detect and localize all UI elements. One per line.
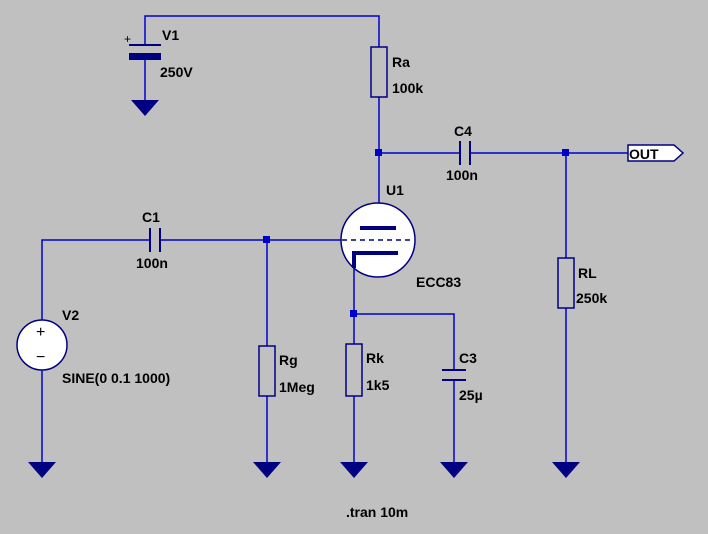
rl-ref-label: RL xyxy=(578,265,597,281)
voltage-source-v2[interactable]: + − V2 SINE(0 0.1 1000) xyxy=(16,307,170,386)
rk-ref-label: Rk xyxy=(366,350,384,366)
c1-ref-label: C1 xyxy=(142,209,160,225)
u1-value-label: ECC83 xyxy=(416,274,461,290)
junction-dot xyxy=(562,149,569,156)
resistor-rl-body xyxy=(557,257,575,309)
wires xyxy=(41,15,628,462)
grounds xyxy=(28,100,580,478)
resistor-ra[interactable]: Ra 100k xyxy=(370,46,423,98)
resistor-ra-body xyxy=(370,46,388,98)
v2-ref-label: V2 xyxy=(62,307,79,323)
source-circle xyxy=(16,319,68,371)
rg-value-label: 1Meg xyxy=(279,379,315,395)
wire-v2-c1[interactable] xyxy=(41,239,150,320)
u1-ref-label: U1 xyxy=(386,182,404,198)
ground-icon xyxy=(440,462,468,478)
resistor-rg-body xyxy=(258,345,276,397)
junction-dot xyxy=(263,236,270,243)
c4-ref-label: C4 xyxy=(454,123,472,139)
source-plus-icon: + xyxy=(36,324,45,341)
ra-value-label: 100k xyxy=(392,80,423,96)
v2-value-label: SINE(0 0.1 1000) xyxy=(62,370,170,386)
c3-ref-label: C3 xyxy=(459,350,477,366)
triode-cathode xyxy=(352,251,398,268)
ra-ref-label: Ra xyxy=(392,54,410,70)
resistor-rl[interactable]: RL 250k xyxy=(557,257,607,309)
c1-value-label: 100n xyxy=(136,255,168,271)
wire-cathode-c3[interactable] xyxy=(354,313,455,370)
capacitor-c4[interactable]: C4 100n xyxy=(446,123,478,183)
capacitor-c3[interactable]: C3 25µ xyxy=(442,350,483,403)
rg-ref-label: Rg xyxy=(279,352,298,368)
ground-icon xyxy=(28,462,56,478)
source-minus-icon: − xyxy=(36,349,45,366)
ground-icon xyxy=(131,100,159,116)
resistor-rk[interactable]: Rk 1k5 xyxy=(345,343,390,397)
capacitor-c1[interactable]: C1 100n xyxy=(136,209,168,271)
spice-directive[interactable]: .tran 10m xyxy=(346,504,408,520)
ground-icon xyxy=(552,462,580,478)
c3-value-label: 25µ xyxy=(459,387,483,403)
wire-supply[interactable] xyxy=(144,15,380,47)
battery-polarity: + xyxy=(124,32,131,46)
triode-u1[interactable]: U1 ECC83 xyxy=(340,182,461,290)
junction-dot xyxy=(350,310,357,317)
rk-value-label: 1k5 xyxy=(366,377,390,393)
v1-value-label: 250V xyxy=(160,64,193,80)
battery-v1[interactable]: + V1 250V xyxy=(124,27,193,100)
resistor-rg[interactable]: Rg 1Meg xyxy=(258,345,315,397)
ground-icon xyxy=(253,462,281,478)
output-port-arrow xyxy=(627,144,685,162)
v1-ref-label: V1 xyxy=(162,27,179,43)
c4-value-label: 100n xyxy=(446,167,478,183)
resistor-rk-body xyxy=(345,343,363,397)
junctions xyxy=(263,149,569,317)
output-port[interactable]: OUT xyxy=(627,144,685,162)
junction-dot xyxy=(375,149,382,156)
battery-plate-negative xyxy=(129,53,161,60)
rl-value-label: 250k xyxy=(576,290,607,306)
ground-icon xyxy=(340,462,368,478)
output-port-label: OUT xyxy=(629,146,659,162)
